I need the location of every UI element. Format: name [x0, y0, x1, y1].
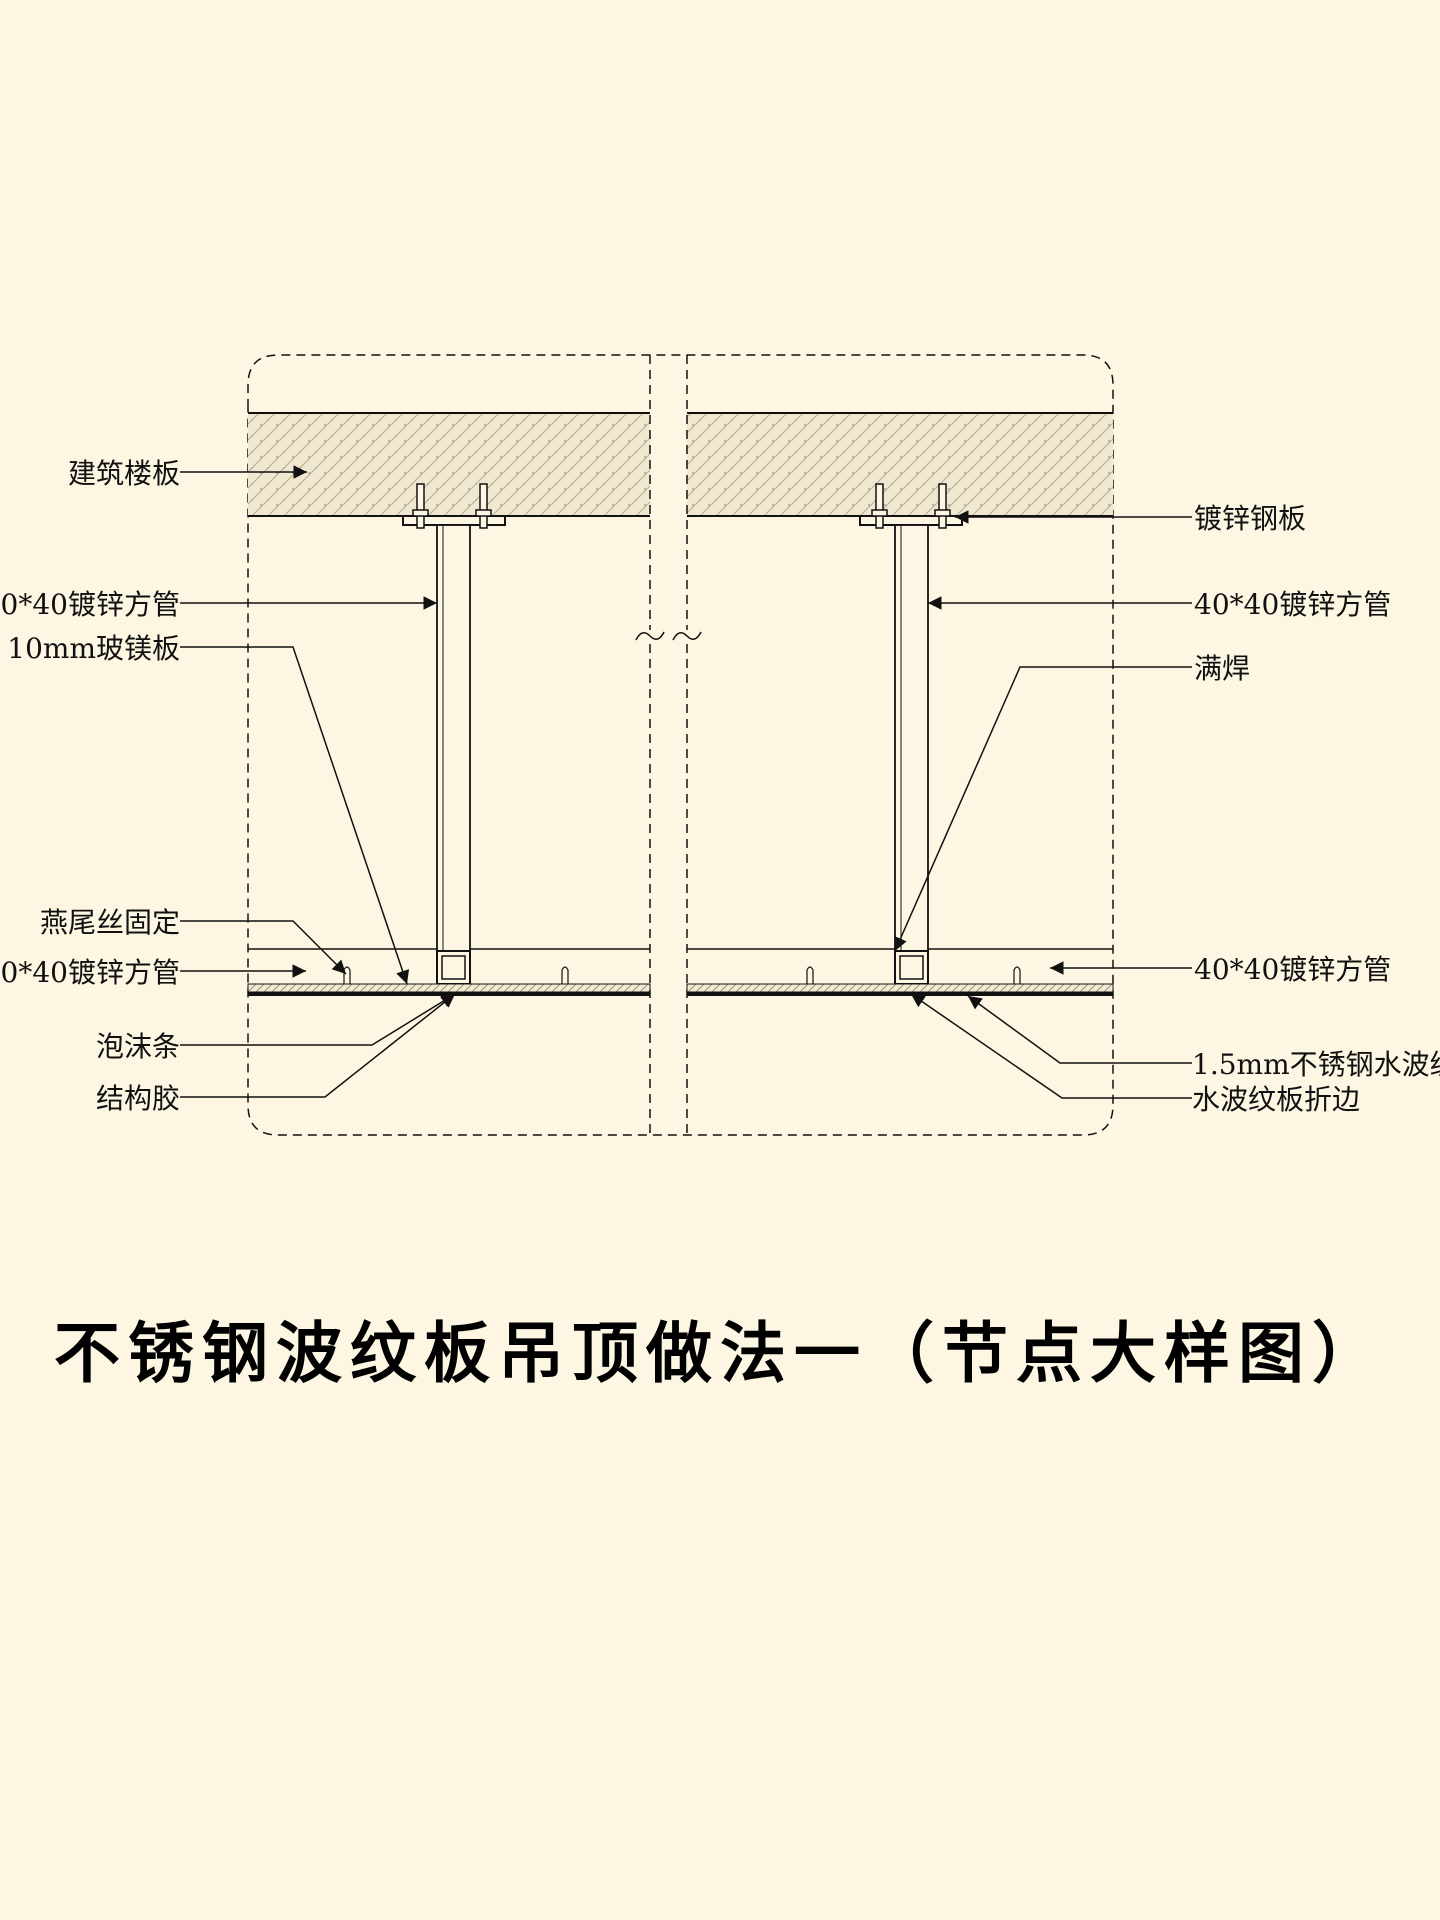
- floor-slab: [248, 412, 1113, 517]
- label-square-tube-left-bottom: 40*40镀锌方管: [0, 956, 180, 989]
- label-panel-fold-edge: 水波纹板折边: [1192, 1083, 1360, 1116]
- anchor-bolt: [871, 483, 951, 529]
- stainless-panel: [248, 992, 650, 996]
- label-square-tube-right-bottom: 40*40镀锌方管: [1194, 953, 1391, 986]
- leader-lines: [180, 465, 1192, 1099]
- label-full-weld: 满焊: [1194, 652, 1250, 685]
- label-ss-panel: 1.5mm不锈钢水波纹板: [1192, 1048, 1440, 1081]
- stainless-panel: [687, 992, 1113, 996]
- label-dovetail-screw: 燕尾丝固定: [40, 906, 180, 939]
- right-hanger: [859, 483, 963, 985]
- drawing-title: 不锈钢波纹板吊顶做法一（节点大样图）: [54, 1315, 1386, 1392]
- anchor-bolt: [412, 483, 492, 529]
- label-mgo-board: 10mm玻镁板: [7, 632, 180, 665]
- break-line: [635, 355, 702, 1135]
- left-hanger: [402, 483, 506, 985]
- label-square-tube-left-top: 40*40镀锌方管: [0, 588, 180, 621]
- mgo-board: [686, 983, 1114, 993]
- mgo-board: [247, 983, 651, 993]
- ceiling-layers: [247, 948, 1114, 996]
- label-floor-slab: 建筑楼板: [68, 457, 180, 490]
- label-square-tube-right-top: 40*40镀锌方管: [1194, 588, 1391, 621]
- label-galv-steel-plate: 镀锌钢板: [1194, 502, 1306, 535]
- label-structural-glue: 结构胶: [96, 1082, 180, 1115]
- label-foam-strip: 泡沫条: [96, 1030, 180, 1063]
